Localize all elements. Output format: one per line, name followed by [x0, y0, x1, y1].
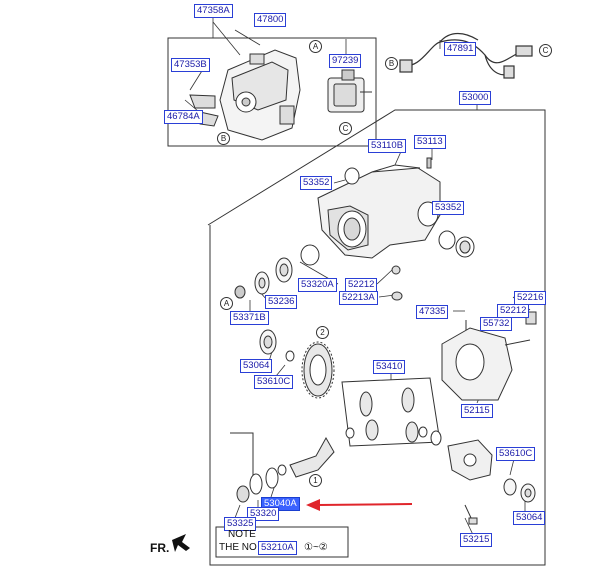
actuator-sketch: [327, 69, 372, 113]
label-53110B[interactable]: 53110B: [368, 139, 407, 153]
note-range: ①~②: [304, 542, 328, 553]
ref-circle-b-right: B: [385, 57, 398, 70]
pinion-shaft: [236, 436, 335, 503]
main-assembly-box: [207, 109, 546, 566]
label-53352-left[interactable]: 53352: [300, 176, 333, 190]
label-53064-left[interactable]: 53064: [240, 359, 273, 373]
differential-case: [447, 439, 493, 481]
label-52216[interactable]: 52216: [514, 291, 547, 305]
differential-housing: [300, 157, 475, 301]
label-97239[interactable]: 97239: [329, 54, 362, 68]
sensor-group-box: [167, 37, 377, 147]
label-53352-right[interactable]: 53352: [432, 201, 465, 215]
label-53320A[interactable]: 53320A: [298, 278, 337, 292]
ref-circle-2: 2: [316, 326, 329, 339]
label-55732[interactable]: 55732: [480, 317, 513, 331]
carrier-sketch: [189, 49, 301, 141]
wire-harness-sketch: [399, 32, 533, 79]
ref-circle-b-top: B: [217, 132, 230, 145]
label-53610C-left[interactable]: 53610C: [254, 375, 294, 389]
label-53610C-right[interactable]: 53610C: [496, 447, 536, 461]
ref-circle-c-top: C: [339, 122, 352, 135]
label-53371B[interactable]: 53371B: [230, 311, 269, 325]
note-title: NOTE: [228, 529, 256, 540]
ref-circle-a-main: A: [220, 297, 233, 310]
label-47358A[interactable]: 47358A: [194, 4, 233, 18]
label-52212-top[interactable]: 52212: [345, 278, 378, 292]
label-47800[interactable]: 47800: [254, 13, 287, 27]
side-bearings: [503, 478, 536, 503]
label-47335[interactable]: 47335: [416, 305, 449, 319]
label-53210A[interactable]: 53210A: [258, 541, 297, 555]
note-box: [215, 526, 349, 558]
side-gears: [345, 387, 442, 446]
note-prefix: THE NO: [219, 542, 257, 553]
label-46784A[interactable]: 46784A: [164, 110, 203, 124]
front-direction-arrow: [172, 534, 190, 552]
highlight-arrow: [306, 499, 413, 511]
label-53325[interactable]: 53325: [224, 517, 257, 531]
rear-cover: [441, 311, 537, 401]
label-52115[interactable]: 52115: [461, 404, 493, 418]
label-53000[interactable]: 53000: [459, 91, 492, 105]
label-52213A[interactable]: 52213A: [339, 291, 378, 305]
label-53064-right[interactable]: 53064: [513, 511, 546, 525]
label-53410[interactable]: 53410: [373, 360, 406, 374]
label-47353B[interactable]: 47353B: [171, 58, 210, 72]
pinion-flange-parts: [234, 257, 295, 362]
ref-circle-c-right: C: [539, 44, 552, 57]
label-47891[interactable]: 47891: [444, 42, 477, 56]
ref-circle-a-top: A: [309, 40, 322, 53]
label-53215[interactable]: 53215: [460, 533, 493, 547]
ref-circle-1: 1: [309, 474, 322, 487]
label-53113[interactable]: 53113: [414, 135, 446, 149]
ring-gear: [301, 341, 335, 399]
front-direction-label: FR.: [150, 541, 170, 555]
label-53236[interactable]: 53236: [265, 295, 298, 309]
label-52212-right[interactable]: 52212: [497, 304, 530, 318]
bolt-53215: [464, 504, 478, 525]
